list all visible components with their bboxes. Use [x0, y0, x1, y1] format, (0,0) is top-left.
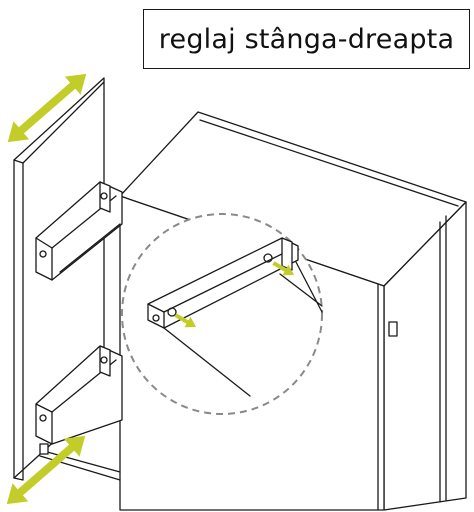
small-arrow-icon: [174, 313, 197, 328]
detail-magnifier: [121, 213, 323, 415]
double-arrow-icon: [7, 73, 87, 143]
caption-box: reglaj stânga-dreapta: [143, 9, 470, 69]
small-arrow-icon: [272, 261, 295, 276]
upper-drawer: [35, 181, 123, 281]
double-arrow-icon: [6, 435, 86, 505]
caption-text: reglaj stânga-dreapta: [158, 23, 455, 55]
